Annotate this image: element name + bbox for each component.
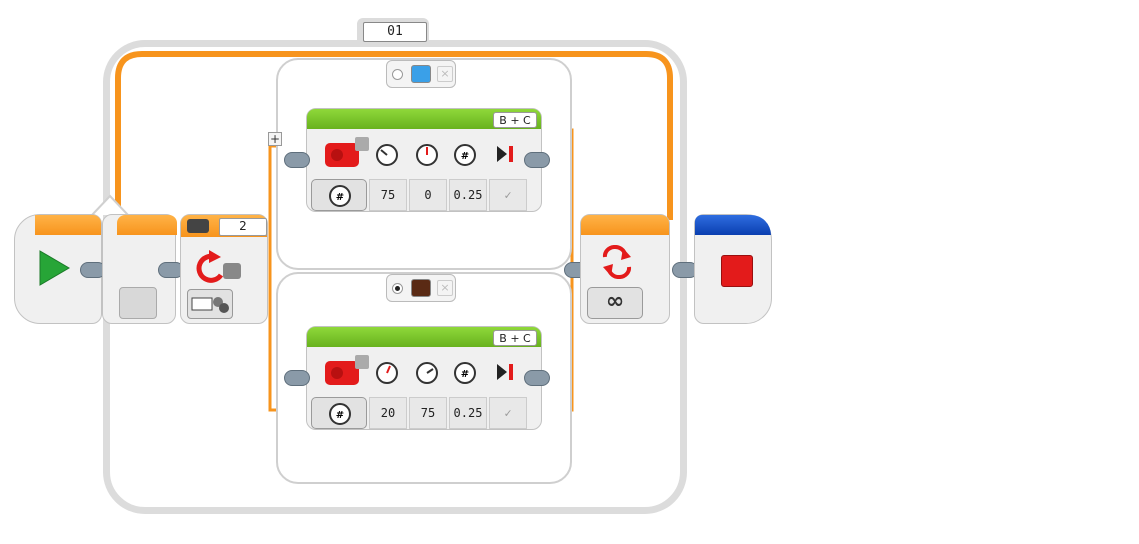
move-block-2-output-plug[interactable]: [524, 370, 550, 386]
case-top-delete-icon[interactable]: ×: [437, 66, 453, 82]
move-block-1-param-right[interactable]: 0: [409, 179, 447, 211]
stop-program-block[interactable]: [694, 214, 772, 324]
case-top-tab[interactable]: ×: [386, 60, 456, 88]
large-motor-icon: [321, 353, 371, 393]
case-top-color-swatch[interactable]: [411, 65, 431, 83]
color-sensor-icon: [195, 247, 247, 285]
svg-text:#: #: [336, 410, 344, 421]
speed-left-icon: [375, 143, 399, 171]
loop-start-notch: [91, 194, 129, 216]
rotations-icon: #: [453, 143, 477, 171]
move-block-2-input-plug[interactable]: [284, 370, 310, 386]
move-block-1-param-left[interactable]: 75: [369, 179, 407, 211]
large-motor-icon: [321, 135, 371, 175]
loop-name-label[interactable]: 01: [363, 22, 427, 42]
move-block-2-brake-check[interactable]: ✓: [489, 397, 527, 429]
loop-end-block[interactable]: ∞: [580, 214, 670, 324]
move-block-2-strip: [307, 327, 541, 347]
loop-end-strip: [581, 215, 669, 235]
move-block-1-mode-button[interactable]: #: [311, 179, 367, 211]
case-bottom-radio[interactable]: [392, 283, 403, 294]
switch-mode-button[interactable]: [187, 289, 233, 319]
case-top-radio[interactable]: [392, 69, 403, 80]
stop-block-strip: [695, 215, 771, 235]
speed-right-icon: [415, 143, 439, 171]
loop-start-strip: [117, 215, 177, 235]
loop-repeat-icon: [597, 245, 637, 283]
speed-right-icon: [415, 361, 439, 389]
mode-rotations-icon: #: [329, 185, 351, 207]
move-block-2-mode-button[interactable]: #: [311, 397, 367, 429]
move-block-1-param-rotations[interactable]: 0.25: [449, 179, 487, 211]
mode-rotations-icon: #: [329, 403, 351, 425]
loop-interrupt-slot: [119, 287, 157, 319]
move-block-2-param-rotations[interactable]: 0.25: [449, 397, 487, 429]
loop-mode-button[interactable]: ∞: [587, 287, 643, 319]
play-icon: [37, 249, 71, 287]
loop-return-wire: [115, 51, 673, 225]
move-block-2-param-left[interactable]: 20: [369, 397, 407, 429]
start-block-strip: [35, 215, 101, 235]
move-block-2-param-right[interactable]: 75: [409, 397, 447, 429]
move-block-1-output-plug[interactable]: [524, 152, 550, 168]
rotations-icon: #: [453, 361, 477, 389]
svg-text:#: #: [336, 192, 344, 203]
case-bottom-tab[interactable]: ×: [386, 274, 456, 302]
stop-icon: [721, 255, 753, 287]
case-bottom-delete-icon[interactable]: ×: [437, 280, 453, 296]
measure-color-icon: [191, 297, 229, 313]
move-block-1-input-plug[interactable]: [284, 152, 310, 168]
svg-text:#: #: [461, 369, 469, 380]
speed-left-icon: [375, 361, 399, 389]
case-bottom-color-swatch[interactable]: [411, 279, 431, 297]
brake-icon: [495, 361, 515, 387]
brake-icon: [495, 143, 515, 169]
move-tank-block-1[interactable]: B + C # # 75 0 0.25 ✓: [306, 108, 542, 212]
add-case-icon[interactable]: +: [268, 132, 282, 146]
move-block-1-brake-check[interactable]: ✓: [489, 179, 527, 211]
move-block-1-ports[interactable]: B + C: [493, 112, 537, 128]
move-block-2-ports[interactable]: B + C: [493, 330, 537, 346]
sensor-port-icon: [187, 219, 209, 233]
move-tank-block-2[interactable]: B + C # # 20 75 0.25 ✓: [306, 326, 542, 430]
svg-text:#: #: [461, 151, 469, 162]
switch-strip: 2: [181, 215, 267, 237]
switch-port-value[interactable]: 2: [219, 218, 267, 236]
move-block-1-strip: [307, 109, 541, 129]
switch-block[interactable]: 2: [180, 214, 268, 324]
